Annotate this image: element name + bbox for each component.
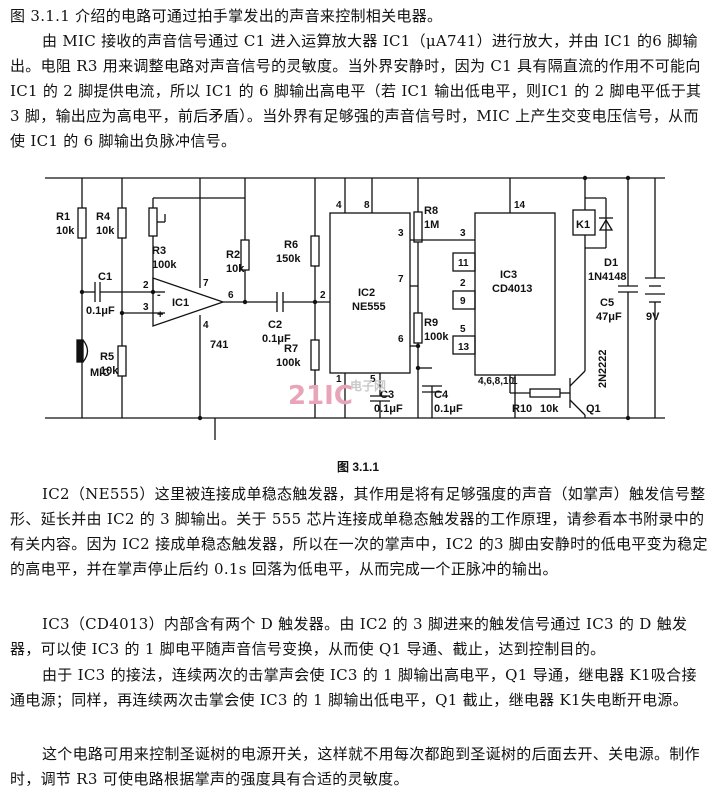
body-paragraph-2: IC3（CD4013）内部含有两个 D 触发器。由 IC2 的 3 脚进来的触发… xyxy=(10,615,688,658)
body-paragraph-3: 由于 IC3 的接法，连续两次的击掌声会使 IC3 的 1 脚输出高电平，Q1 … xyxy=(10,666,697,709)
k1-label: K1 xyxy=(576,219,590,231)
ic2-pin3: 3 xyxy=(398,228,404,239)
ic3-pin5: 5 xyxy=(460,324,466,335)
r5-label: R5 xyxy=(100,351,114,363)
ic2-pin1: 1 xyxy=(336,374,342,385)
r2-label: R2 xyxy=(226,249,240,261)
r8-label: R8 xyxy=(424,205,438,217)
r3-value: 100k xyxy=(152,259,177,271)
c3-value: 0.1μF xyxy=(374,403,403,415)
watermark-sub: 电子网 xyxy=(350,378,386,393)
r9-label: R9 xyxy=(424,317,438,329)
ic2-pin8: 8 xyxy=(364,200,370,211)
ic1-pin6: 6 xyxy=(228,290,234,301)
ic3-pin9: 9 xyxy=(460,296,466,307)
ic2-pin4: 4 xyxy=(336,200,342,211)
ic2-pin2: 2 xyxy=(320,290,326,301)
intro-paragraph-2: 由 MIC 接收的声音信号通过 C1 进入运算放大器 IC1（μA741）进行放… xyxy=(10,32,702,150)
ic3-part: CD4013 xyxy=(492,283,532,295)
r1-label: R1 xyxy=(56,211,70,223)
c5-label: C5 xyxy=(600,297,614,309)
ic2-pin6: 6 xyxy=(398,334,404,345)
ic3-pin14: 14 xyxy=(514,200,526,211)
r4-value: 10k xyxy=(96,225,115,237)
ic3-pin11: 11 xyxy=(458,258,469,269)
c4-value: 0.1μF xyxy=(434,403,463,415)
c2-label: C2 xyxy=(268,319,282,331)
ic2-label: IC2 xyxy=(358,287,375,299)
watermark-logo: 21IC xyxy=(288,381,353,411)
body-paragraph-1: IC2（NE555）这里被连接成单稳态触发器，其作用是将有足够强度的声音（如掌声… xyxy=(10,485,708,578)
body-paragraph-4: 这个电路可用来控制圣诞树的电源开关，这样就不用每次都跑到圣诞树的后面去开、关电源… xyxy=(10,745,700,788)
ic2-pin7: 7 xyxy=(398,274,404,285)
ic3-pin1: 1 xyxy=(512,376,518,387)
ic1-pin7: 7 xyxy=(203,278,209,289)
ic1-minus: - xyxy=(157,289,161,301)
r6-value: 150k xyxy=(276,253,301,265)
ic2-pin5: 5 xyxy=(370,374,376,385)
ic2-part: NE555 xyxy=(352,301,386,313)
circuit-schematic: R1 10k R4 10k R3 100k R2 10k C1 0.1μF R5… xyxy=(45,175,665,440)
ic1-part: 741 xyxy=(210,339,228,351)
r8-value: 1M xyxy=(424,219,439,231)
r6-label: R6 xyxy=(284,239,298,251)
q1-label: Q1 xyxy=(586,403,601,415)
c1-value: 0.1μF xyxy=(86,305,115,317)
r4-label: R4 xyxy=(96,211,111,223)
r3-label: R3 xyxy=(152,245,166,257)
ic1-pin4: 4 xyxy=(203,320,209,331)
intro-paragraph-1: 图 3.1.1 介绍的电路可通过拍手掌发出的声音来控制相关电器。 xyxy=(10,7,443,25)
r9-value: 100k xyxy=(424,331,449,343)
r1-value: 10k xyxy=(56,225,75,237)
battery-value: 9V xyxy=(646,311,660,323)
r7-value: 100k xyxy=(276,357,301,369)
r10-value: 10k xyxy=(540,403,559,415)
ic1-plus: + xyxy=(157,309,163,321)
r5-value: 10k xyxy=(100,365,119,377)
ic3-pin13: 13 xyxy=(458,342,470,353)
ic3-label: IC3 xyxy=(500,269,517,281)
q1-part: 2N2222 xyxy=(597,349,609,388)
r2-value: 10k xyxy=(226,263,245,275)
d1-value: 1N4148 xyxy=(588,271,627,283)
ic1-pin3: 3 xyxy=(143,302,149,313)
ic1-pin2: 2 xyxy=(143,280,149,291)
c3-label: C3 xyxy=(380,389,394,401)
ic1-label: IC1 xyxy=(172,297,189,309)
c4-label: C4 xyxy=(434,389,449,401)
c1-label: C1 xyxy=(98,271,112,283)
d1-label: D1 xyxy=(604,257,618,269)
c5-value: 47μF xyxy=(596,311,622,323)
ic3-pins-4-6-8-10: 4,6,8,10 xyxy=(478,376,515,387)
ic3-pin2: 2 xyxy=(460,278,466,289)
mic-label: MIC xyxy=(90,367,110,379)
figure-caption: 图 3.1.1 xyxy=(336,460,380,474)
r7-label: R7 xyxy=(284,343,298,355)
ic3-pin3: 3 xyxy=(460,228,466,239)
r10-label: R10 xyxy=(512,403,532,415)
c2-value: 0.1μF xyxy=(262,333,291,345)
